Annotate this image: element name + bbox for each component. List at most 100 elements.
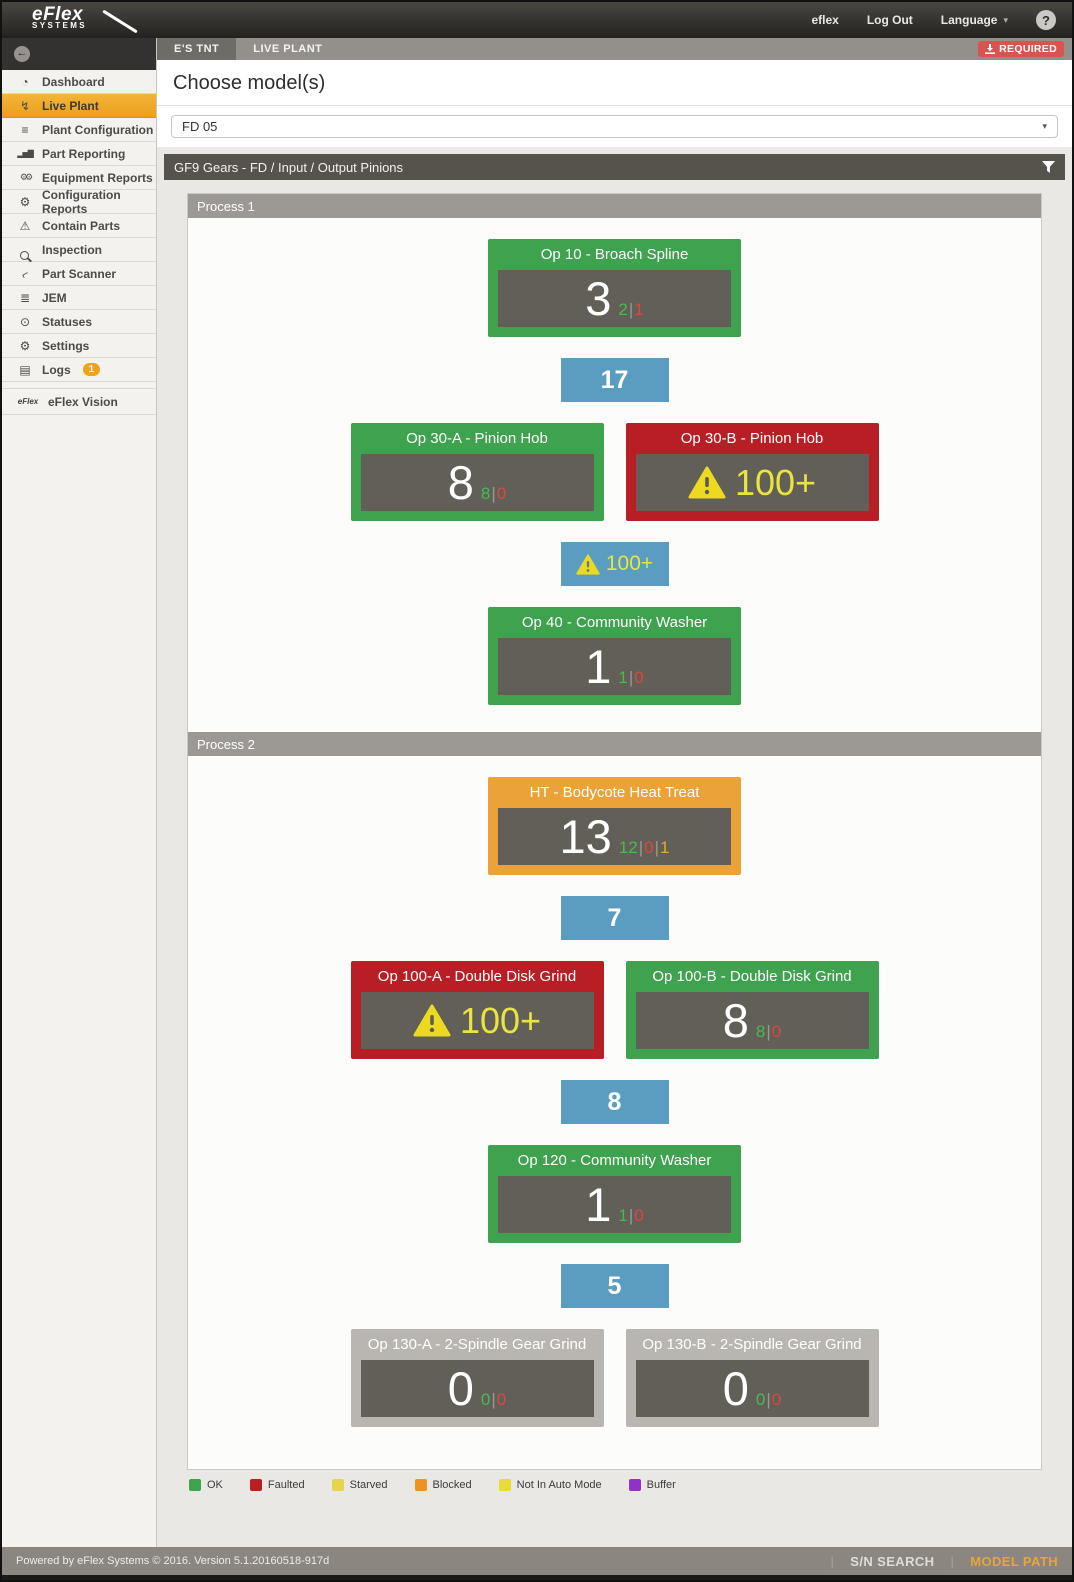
target-icon: ⊙ — [19, 314, 31, 329]
station-title: Op 100-B - Double Disk Grind — [652, 968, 852, 985]
sidebar-item-live-plant[interactable]: ↯ Live Plant — [2, 94, 156, 118]
page-title: Choose model(s) — [173, 72, 326, 94]
buffer-box[interactable]: 5 — [560, 1264, 669, 1308]
station-row: Op 10 - Broach Spline 3 2|1 — [188, 239, 1041, 337]
model-path-button[interactable]: MODEL PATH — [970, 1553, 1058, 1569]
sidebar-item-label: Inspection — [42, 242, 103, 257]
dashboard-icon: ◔ — [21, 74, 29, 89]
top-bar-right: eflex Log Out Language ▾ ? — [157, 2, 1072, 38]
buffer-box[interactable]: 8 — [560, 1080, 669, 1124]
station-splits: 0|0 — [481, 1390, 506, 1410]
station-count-panel: 13 12|0|1 — [498, 808, 731, 865]
station-count-panel: 100+ — [360, 992, 594, 1049]
username-label: eflex — [811, 13, 839, 27]
sidebar-item-equipment-reports[interactable]: ⚙⚙ Equipment Reports — [2, 166, 156, 190]
buffer-count: 8 — [607, 1087, 622, 1116]
language-menu[interactable]: Language ▾ — [941, 13, 1008, 27]
help-button[interactable]: ? — [1036, 10, 1056, 30]
tab-es-tnt[interactable]: E'S TNT — [157, 38, 237, 60]
station-row: Op 130-A - 2-Spindle Gear Grind 0 0|0 Op… — [188, 1329, 1041, 1427]
station-card[interactable]: HT - Bodycote Heat Treat 13 12|0|1 — [488, 777, 741, 875]
split-separator: | — [628, 1206, 634, 1225]
legend-item: Blocked — [414, 1479, 472, 1491]
station-card[interactable]: Op 40 - Community Washer 1 1|0 — [488, 607, 741, 705]
chevron-down-icon: ▾ — [1003, 14, 1008, 25]
sidebar-item-inspection[interactable]: Inspection — [2, 238, 156, 262]
warning-icon — [576, 553, 600, 575]
line-header-bar: GF9 Gears - FD / Input / Output Pinions — [164, 154, 1065, 180]
sidebar-item-statuses[interactable]: ⊙ Statuses — [2, 310, 156, 334]
legend-item: Starved — [331, 1479, 388, 1491]
version-text: Powered by eFlex Systems © 2016. Version… — [16, 1555, 330, 1567]
station-count: 1 — [585, 640, 612, 693]
station-count-panel: 3 2|1 — [498, 270, 731, 327]
legend-label: Starved — [349, 1479, 388, 1491]
process-section: Process 1 Op 10 - Broach Spline 3 2|1 — [188, 194, 1041, 705]
eflex-logo: eFlex SYSTEMS — [2, 2, 157, 38]
bar-chart-icon: ▂▅▇ — [17, 149, 33, 158]
station-title: Op 30-B - Pinion Hob — [680, 430, 824, 447]
station-count: 1 — [585, 1178, 612, 1231]
sidebar-item-part-reporting[interactable]: ▂▅▇ Part Reporting — [2, 142, 156, 166]
station-card[interactable]: Op 30-B - Pinion Hob 100+ — [625, 423, 879, 521]
buffer-box[interactable]: 7 — [560, 896, 669, 940]
station-card[interactable]: Op 100-A - Double Disk Grind 100+ — [350, 961, 604, 1059]
sidebar-item-part-scanner[interactable]: ⌐ Part Scanner — [2, 262, 156, 286]
sidebar-item-dashboard[interactable]: ◔ Dashboard — [2, 70, 156, 94]
station-count-panel: 100+ — [635, 454, 869, 511]
tab-bar: E'S TNT LIVE PLANT REQUIRED — [157, 38, 1072, 60]
buffer-box[interactable]: 100+ — [560, 542, 669, 586]
split-value: 1 — [618, 1206, 628, 1225]
eflex-vision-icon: eFlex — [17, 397, 39, 406]
legend-swatch-not-in-auto — [498, 1479, 511, 1491]
legend-label: OK — [207, 1479, 223, 1491]
required-badge[interactable]: REQUIRED — [978, 41, 1064, 57]
station-count: 13 — [559, 810, 612, 863]
sidebar-item-plant-configuration[interactable]: ≡ Plant Configuration — [2, 118, 156, 142]
legend-item: Buffer — [628, 1479, 676, 1491]
plant-view: GF9 Gears - FD / Input / Output Pinions … — [157, 147, 1072, 1547]
station-card[interactable]: Op 10 - Broach Spline 3 2|1 — [488, 239, 741, 337]
split-separator: | — [628, 668, 634, 687]
sidebar-item-eflex-vision[interactable]: eFlex eFlex Vision — [2, 388, 156, 415]
split-value: 0 — [771, 1022, 782, 1041]
buffer-box[interactable]: 17 — [560, 358, 669, 402]
sidebar-item-jem[interactable]: ≣ JEM — [2, 286, 156, 310]
filter-button[interactable] — [1042, 160, 1055, 174]
legend-swatch-faulted — [249, 1479, 262, 1491]
split-value: 1 — [660, 838, 670, 857]
logo-subtext: SYSTEMS — [32, 21, 88, 30]
model-select[interactable]: FD 05 ▾ — [171, 115, 1058, 138]
station-title: Op 40 - Community Washer — [521, 614, 708, 631]
chevron-down-icon: ▾ — [1042, 121, 1047, 131]
station-splits: 0|0 — [756, 1390, 781, 1410]
station-card[interactable]: Op 100-B - Double Disk Grind 8 8|0 — [625, 961, 879, 1059]
station-count: 3 — [585, 272, 612, 325]
split-value: 1 — [634, 300, 644, 319]
split-value: 0 — [644, 838, 654, 857]
station-card[interactable]: Op 130-B - 2-Spindle Gear Grind 0 0|0 — [625, 1329, 879, 1427]
legend-swatch-ok — [189, 1479, 201, 1491]
sidebar: ← ◔ Dashboard ↯ Live Plant ≡ Plant Confi… — [2, 38, 157, 1547]
station-row: Op 100-A - Double Disk Grind 100+ Op 100… — [188, 961, 1041, 1059]
station-splits: 8|0 — [481, 484, 506, 504]
station-card[interactable]: Op 130-A - 2-Spindle Gear Grind 0 0|0 — [350, 1329, 604, 1427]
sn-search-button[interactable]: S/N SEARCH — [850, 1553, 935, 1569]
station-card[interactable]: Op 30-A - Pinion Hob 8 8|0 — [350, 423, 604, 521]
station-card[interactable]: Op 120 - Community Washer 1 1|0 — [488, 1145, 741, 1243]
logout-link[interactable]: Log Out — [866, 13, 913, 27]
sidebar-item-label: Part Reporting — [42, 146, 126, 161]
station-row: Op 40 - Community Washer 1 1|0 — [188, 607, 1041, 705]
station-count-panel: 0 0|0 — [360, 1360, 594, 1417]
sidebar-item-logs[interactable]: ▤ Logs 1 — [2, 358, 156, 382]
sidebar-item-label: JEM — [42, 290, 67, 305]
sidebar-item-configuration-reports[interactable]: ⚙ Configuration Reports — [2, 188, 156, 216]
process-header: Process 2 — [188, 732, 1041, 756]
sidebar-item-contain-parts[interactable]: ⚠ Contain Parts — [2, 214, 156, 238]
collapse-sidebar-button[interactable]: ← — [14, 46, 30, 62]
tab-live-plant[interactable]: LIVE PLANT — [253, 43, 323, 55]
sidebar-item-settings[interactable]: ⚙ Settings — [2, 334, 156, 358]
body-row: ← ◔ Dashboard ↯ Live Plant ≡ Plant Confi… — [2, 38, 1072, 1547]
document-icon: ▤ — [19, 362, 31, 377]
model-select-value: FD 05 — [182, 119, 218, 134]
